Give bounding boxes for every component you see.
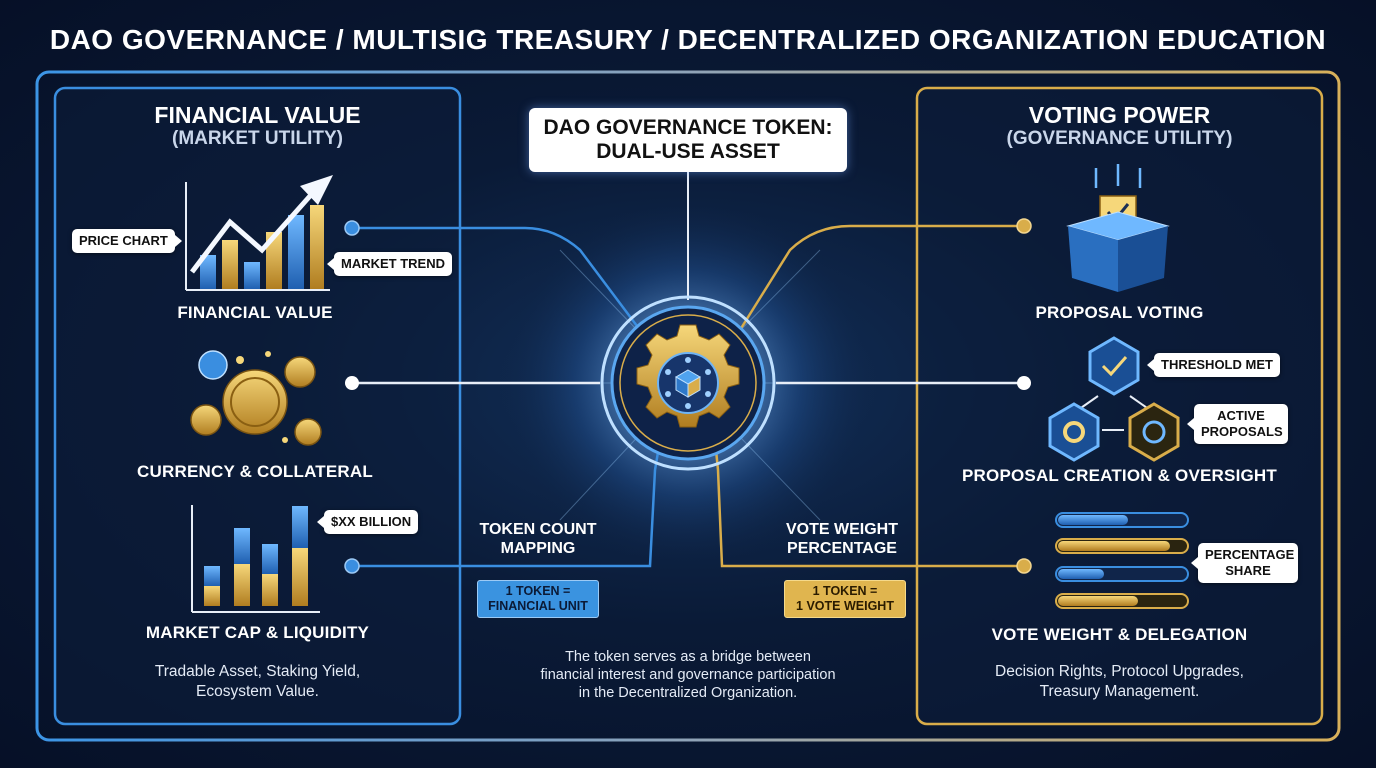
- vote-weight-line1: VOTE WEIGHT: [786, 521, 898, 538]
- vote-weight-badge-line1: 1 TOKEN =: [812, 584, 878, 598]
- rising-chart-icon: [185, 175, 333, 291]
- center-description: The token serves as a bridge between fin…: [480, 648, 896, 702]
- vote-weight-line2: PERCENTAGE: [787, 540, 897, 557]
- market-cap-callout: $XX BILLION: [316, 510, 419, 534]
- center-title-line1: DAO GOVERNANCE TOKEN:: [543, 116, 833, 139]
- right-panel-description: Decision Rights, Protocol Upgrades, Trea…: [917, 662, 1322, 702]
- ballot-box-icon: [1066, 164, 1170, 292]
- proposal-creation-label: PROPOSAL CREATION & OVERSIGHT: [962, 466, 1277, 485]
- right-panel-title: VOTING POWER: [1028, 102, 1211, 128]
- financial-unit-line1: 1 TOKEN =: [505, 584, 571, 598]
- left-panel-title: FINANCIAL VALUE: [154, 102, 361, 128]
- bar-chart-icon: [191, 505, 320, 613]
- gear-token-icon: [600, 295, 776, 471]
- financial-unit-badge: 1 TOKEN = FINANCIAL UNIT: [477, 580, 599, 618]
- token-count-line1: TOKEN COUNT: [479, 521, 597, 538]
- percentage-share-callout: PERCENTAGE SHARE: [1191, 543, 1298, 583]
- active-proposals-callout: ACTIVE PROPOSALS: [1187, 404, 1288, 444]
- right-desc-line2: Treasury Management.: [1039, 683, 1200, 700]
- right-panel-subtitle: (GOVERNANCE UTILITY): [1006, 128, 1233, 149]
- currency-collateral-label: CURRENCY & COLLATERAL: [137, 462, 373, 481]
- left-desc-line1: Tradable Asset, Staking Yield,: [154, 663, 361, 680]
- right-desc-line1: Decision Rights, Protocol Upgrades,: [995, 663, 1244, 680]
- center-title-line2: DUAL-USE ASSET: [596, 140, 780, 163]
- threshold-met-callout: THRESHOLD MET: [1147, 353, 1280, 377]
- left-desc-line2: Ecosystem Value.: [196, 683, 319, 700]
- progress-bars-icon: [1055, 512, 1189, 609]
- vote-weight-badge: 1 TOKEN = 1 VOTE WEIGHT: [784, 580, 906, 618]
- center-title-box: DAO GOVERNANCE TOKEN: DUAL-USE ASSET: [529, 108, 847, 172]
- market-cap-liquidity-label: MARKET CAP & LIQUIDITY: [145, 623, 370, 642]
- center-desc-line3: in the Decentralized Organization.: [578, 685, 798, 701]
- left-panel-subtitle: (MARKET UTILITY): [172, 128, 343, 149]
- market-trend-callout: MARKET TREND: [327, 252, 452, 276]
- center-desc-line2: financial interest and governance partic…: [540, 667, 836, 683]
- vote-weight-delegation-label: VOTE WEIGHT & DELEGATION: [991, 625, 1248, 644]
- proposal-voting-label: PROPOSAL VOTING: [1035, 303, 1204, 322]
- center-desc-line1: The token serves as a bridge between: [565, 649, 811, 665]
- page-title: DAO GOVERNANCE / MULTISIG TREASURY / DEC…: [49, 24, 1327, 55]
- price-chart-callout: PRICE CHART: [72, 229, 182, 253]
- hexagon-network-icon: [1048, 336, 1180, 462]
- token-count-mapping-title: TOKEN COUNT MAPPING: [455, 520, 621, 558]
- token-count-line2: MAPPING: [500, 540, 576, 557]
- financial-value-label: FINANCIAL VALUE: [177, 303, 333, 322]
- coins-icon: [190, 350, 322, 446]
- left-panel-description: Tradable Asset, Staking Yield, Ecosystem…: [55, 662, 460, 702]
- vote-weight-percentage-title: VOTE WEIGHT PERCENTAGE: [760, 520, 924, 558]
- financial-unit-line2: FINANCIAL UNIT: [488, 599, 588, 613]
- vote-weight-badge-line2: 1 VOTE WEIGHT: [796, 599, 894, 613]
- outer-frame: [35, 70, 1341, 742]
